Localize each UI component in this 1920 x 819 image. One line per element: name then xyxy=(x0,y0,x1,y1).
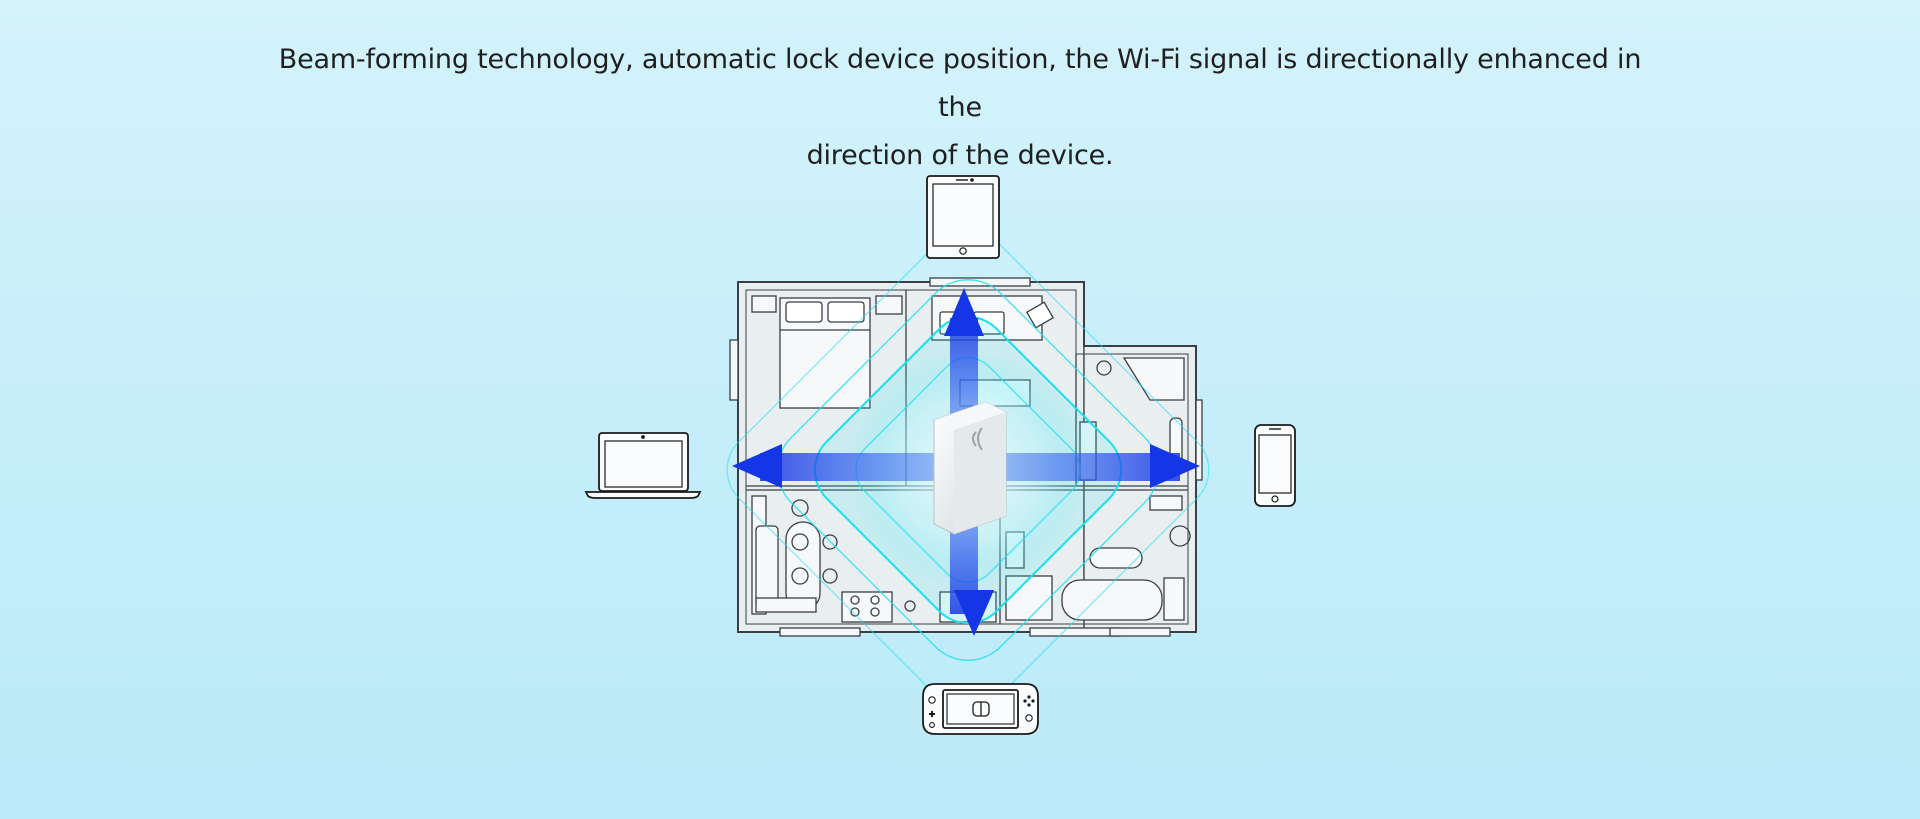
laptop-icon xyxy=(584,432,702,499)
headline-line-2: direction of the device. xyxy=(806,140,1114,171)
handheld-console-icon xyxy=(922,683,1039,735)
wifi-extender-icon xyxy=(933,401,1007,535)
tablet-icon xyxy=(926,175,1000,259)
smartphone-icon xyxy=(1254,424,1296,507)
headline-line-1: Beam-forming technology, automatic lock … xyxy=(278,44,1642,123)
headline: Beam-forming technology, automatic lock … xyxy=(260,36,1660,180)
